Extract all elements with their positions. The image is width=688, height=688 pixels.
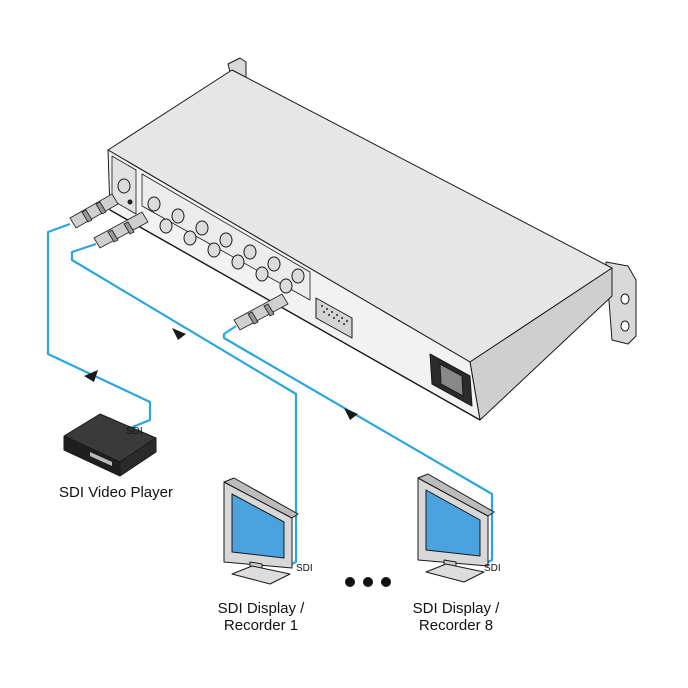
power-led <box>127 199 133 205</box>
display-1-base <box>231 565 291 585</box>
arrow-icon <box>172 328 186 340</box>
label-video-player: SDI Video Player <box>59 484 173 501</box>
bnc-plug-input <box>69 193 119 229</box>
label-display-1-line1: SDI Display / <box>218 600 306 617</box>
bnc-plug-output-8 <box>233 293 289 331</box>
cable-label-display-1: SDI <box>296 563 313 574</box>
display-8-back <box>417 473 495 517</box>
distribution-amplifier <box>107 57 637 421</box>
label-display-1-line2: Recorder 1 <box>224 617 298 634</box>
output-bnc-row-top <box>147 196 305 284</box>
chassis-bottom-edge <box>109 209 481 421</box>
arrow-icon <box>344 408 358 420</box>
remote-connector-pins <box>320 304 349 326</box>
cable-output-1 <box>70 242 298 567</box>
cable-label-display-8: SDI <box>484 563 501 574</box>
cable-label-player: SDI <box>126 426 143 437</box>
display-8-base <box>425 563 485 583</box>
ellipsis-icon <box>345 577 391 587</box>
sdi-display-1 <box>223 477 299 585</box>
cable-arrows <box>84 328 358 420</box>
label-display-8-line1: SDI Display / <box>413 600 501 617</box>
rack-ear-hole <box>620 320 630 332</box>
sdi-video-player <box>63 413 157 477</box>
player-disc-slot <box>90 452 112 466</box>
cable-input <box>46 222 152 434</box>
rack-ear-hole <box>620 293 630 305</box>
sdi-display-8 <box>417 473 495 583</box>
output-bnc-row-bottom <box>159 218 293 294</box>
cable-output-8 <box>222 325 494 565</box>
bnc-plugs <box>69 193 289 331</box>
cables <box>46 222 494 567</box>
input-bnc <box>117 178 131 194</box>
bnc-plug-output-1 <box>93 211 149 249</box>
arrow-icon <box>84 370 98 382</box>
player-side <box>119 437 157 477</box>
label-display-8-line2: Recorder 8 <box>419 617 493 634</box>
power-inlet-socket <box>439 363 464 397</box>
display-1-screen <box>231 493 285 559</box>
display-1-back <box>223 477 299 519</box>
display-8-screen <box>425 489 481 557</box>
